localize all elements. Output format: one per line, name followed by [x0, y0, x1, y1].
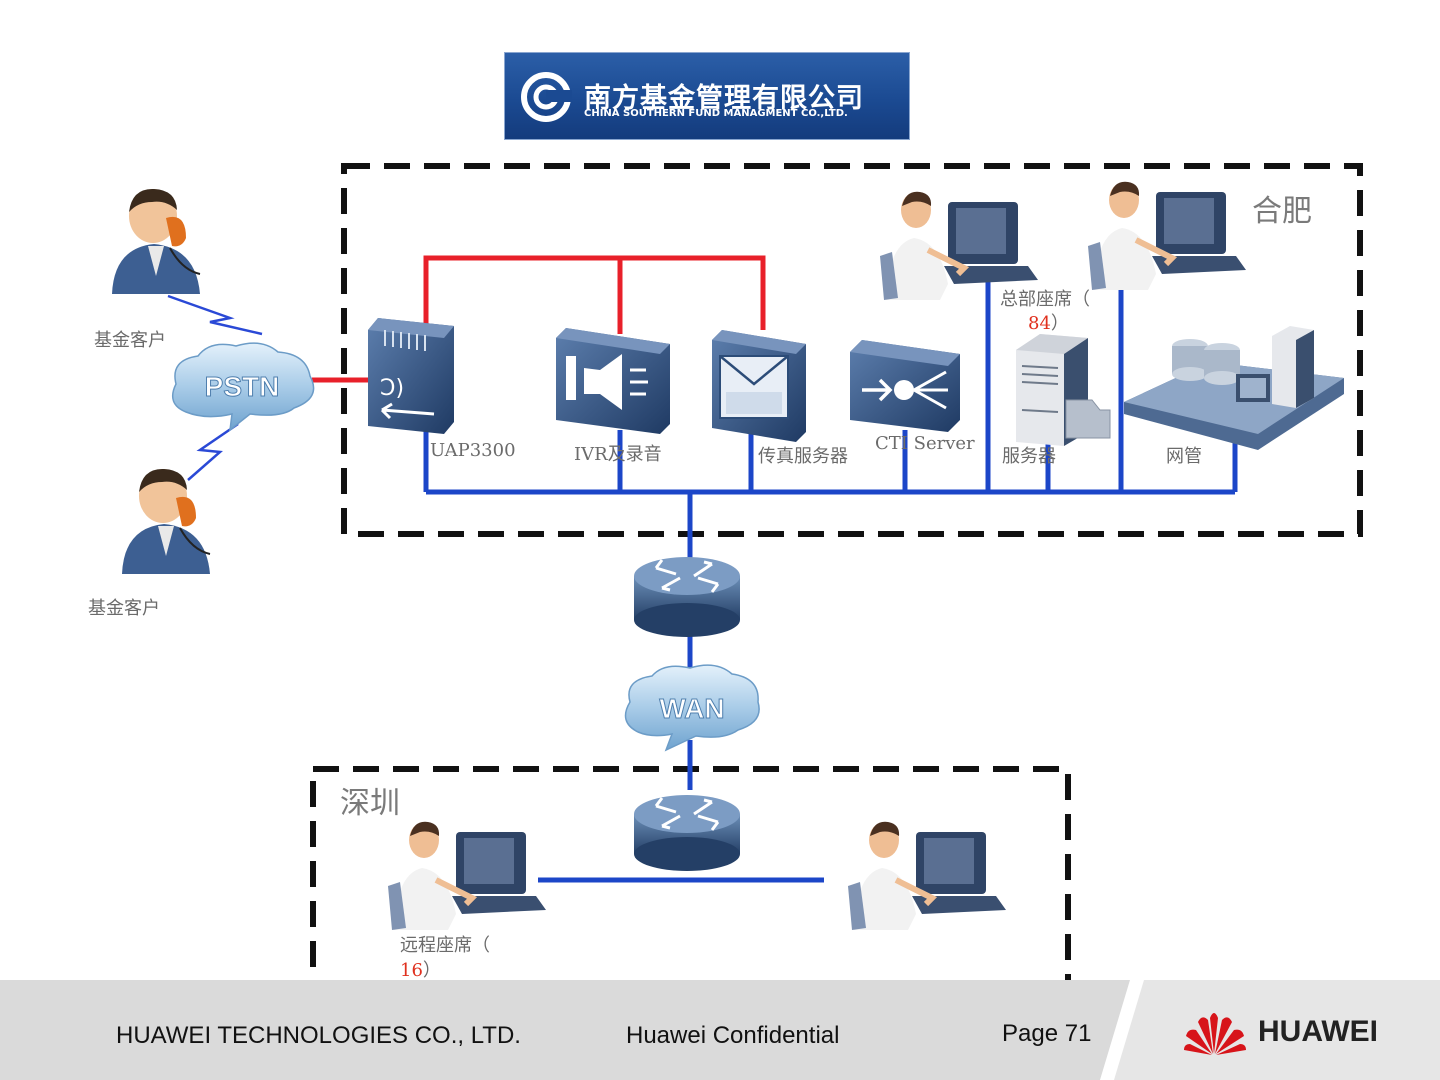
- huawei-logo-icon: [1184, 1013, 1246, 1055]
- wan-cloud-icon: WAN: [624, 664, 760, 752]
- server-icon: [1016, 334, 1111, 446]
- footer-company: HUAWEI TECHNOLOGIES CO., LTD.: [116, 1022, 521, 1049]
- remote-agents-label: 远程座席（: [400, 931, 490, 957]
- network-management-label: 网管: [1166, 446, 1202, 467]
- svg-text:Ɔ): Ɔ): [380, 376, 404, 401]
- company-name-en: CHINA SOUTHERN FUND MANAGMENT CO.,LTD.: [584, 108, 848, 119]
- hq-agents-label: 总部座席（: [1000, 285, 1090, 311]
- data-links: [423, 270, 1238, 883]
- router-bottom-icon: [634, 795, 740, 871]
- uap3300-label: UAP3300: [430, 440, 516, 461]
- hq-agents-close: ）: [1050, 313, 1069, 334]
- server-label: 服务器: [1002, 446, 1056, 467]
- footer-brand: HUAWEI: [1258, 1015, 1378, 1048]
- pstn-label: PSTN: [205, 371, 280, 402]
- fax-server-icon: [712, 330, 806, 442]
- region-label-shenzhen: 深圳: [340, 786, 400, 821]
- uap3300-device-icon: Ɔ): [368, 318, 454, 434]
- hq-agent-2-icon: [1088, 181, 1246, 290]
- cti-server-label: CTI Server: [875, 433, 975, 454]
- wan-label: WAN: [659, 693, 724, 724]
- slide-footer: HUAWEI TECHNOLOGIES CO., LTD. Huawei Con…: [0, 980, 1440, 1080]
- router-top-icon: [634, 557, 740, 637]
- customer-bottom-label: 基金客户: [88, 598, 160, 619]
- company-banner: 南方基金管理有限公司 CHINA SOUTHERN FUND MANAGMENT…: [504, 52, 910, 140]
- footer-page-number: Page 71: [1002, 1020, 1092, 1047]
- customer-top-label: 基金客户: [94, 330, 166, 351]
- customer-bottom-icon: [122, 468, 211, 574]
- remote-agent-2-icon: [848, 821, 1006, 930]
- hq-agents-count: 84: [1028, 313, 1051, 334]
- ivr-device-icon: [556, 328, 670, 434]
- fax-server-label: 传真服务器: [758, 446, 848, 467]
- hq-agent-1-icon: [880, 191, 1038, 300]
- hq-agents-text: 总部座席（: [1000, 289, 1090, 310]
- ivr-label: IVR及录音: [574, 444, 662, 465]
- hq-agents-count-line: 84）: [1028, 309, 1069, 335]
- footer-stripe-shape: [1100, 980, 1440, 1080]
- network-management-icon: [1124, 326, 1344, 450]
- hefei-region-box: [341, 163, 1363, 537]
- remote-agent-1-icon: [388, 821, 546, 930]
- wireless-links: [167, 294, 263, 481]
- pstn-cloud-icon: PSTN: [171, 342, 315, 432]
- company-name-cn: 南方基金管理有限公司: [584, 83, 864, 114]
- remote-agents-count: 16: [400, 960, 423, 981]
- remote-agents-close: ）: [422, 960, 441, 981]
- remote-agents-text: 远程座席（: [400, 935, 490, 956]
- region-label-hefei: 合肥: [1252, 194, 1312, 229]
- remote-agents-count-line: 16）: [400, 956, 441, 982]
- voice-links: [312, 255, 766, 383]
- customer-top-icon: [112, 188, 201, 294]
- cti-server-icon: [850, 340, 960, 432]
- company-logo-icon: [521, 72, 572, 122]
- footer-confidential: Huawei Confidential: [626, 1022, 840, 1049]
